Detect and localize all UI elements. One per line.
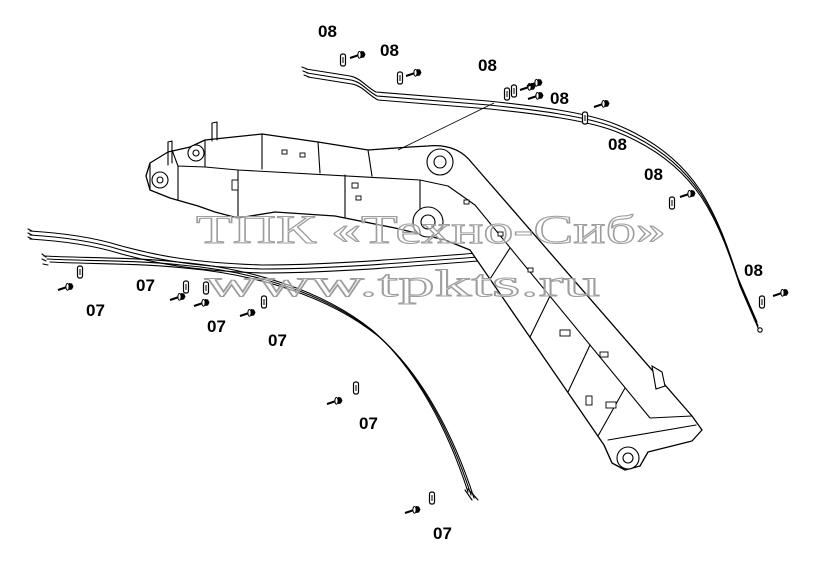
callout-label: 08 <box>744 261 763 280</box>
hose-line <box>49 261 475 499</box>
callout-label: 08 <box>550 89 569 108</box>
mounting-pad <box>355 195 362 201</box>
boom-body <box>145 121 703 471</box>
callout-label: 07 <box>433 524 452 543</box>
hose-line <box>305 68 758 323</box>
watermark: ТПК «Техно-Сиб» www.tpkts.ru <box>195 206 666 305</box>
callout-label: 08 <box>478 56 497 75</box>
boom-side-band-line <box>489 247 626 437</box>
mounting-pad <box>231 179 239 191</box>
mounting-pad <box>527 267 534 273</box>
watermark-url: www.tpkts.ru <box>205 263 600 305</box>
mounting-pad <box>351 182 359 189</box>
boom-top-cross-line <box>204 133 373 177</box>
mounting-pad <box>281 149 288 155</box>
upper-hose-bundle <box>301 66 763 333</box>
hose-clamp <box>396 71 404 85</box>
mounting-pad <box>585 395 593 406</box>
boom-outline <box>145 133 703 471</box>
hose-line <box>29 238 507 274</box>
callout-label: 07 <box>136 276 155 295</box>
callout-label: 07 <box>268 331 287 350</box>
hose-line <box>46 258 472 496</box>
hose-clamp <box>76 265 84 279</box>
hose-line <box>306 72 759 327</box>
hose-clamp <box>339 53 347 67</box>
foot-post <box>167 121 218 166</box>
hose-line <box>307 76 760 331</box>
watermark-company: ТПК «Техно-Сиб» <box>196 207 666 252</box>
tip-pin-hole <box>622 452 634 464</box>
callout-label: 07 <box>359 414 378 433</box>
assembly-guide-line <box>397 102 495 151</box>
hose-end-fitting <box>27 228 33 240</box>
hose-clamp <box>503 87 511 101</box>
callout-label: 08 <box>318 22 337 41</box>
callout-label: 08 <box>608 135 627 154</box>
side-mount-hub <box>420 214 436 230</box>
mounting-pad <box>605 401 617 409</box>
lower-hose-bundle-arm <box>41 253 479 501</box>
mounting-pad <box>299 152 306 158</box>
mounting-pad <box>497 231 504 237</box>
hose-end-fitting <box>41 253 49 266</box>
foot-pin-hole <box>156 176 164 184</box>
hose-end-fitting <box>757 327 763 333</box>
hose-clamp <box>352 381 360 395</box>
hose-line <box>43 255 469 493</box>
callout-label: 08 <box>644 165 663 184</box>
hose-clamp <box>581 111 589 125</box>
callout-labels: 08 08 08 08 08 08 08 07 07 07 07 07 07 <box>86 22 763 543</box>
mounting-pad <box>599 351 609 358</box>
hose-clamp <box>668 196 676 210</box>
hose-end-fitting <box>301 66 310 78</box>
cylinder-pin-hole <box>433 155 447 169</box>
hose-clamp <box>202 281 210 295</box>
top-lug <box>651 364 666 390</box>
foot-bracket-line <box>149 149 206 201</box>
callout-label: 08 <box>380 41 399 60</box>
hose-clamp <box>758 295 766 309</box>
mounting-pad <box>559 329 571 337</box>
callout-label: 07 <box>207 317 226 336</box>
callout-label: 07 <box>86 301 105 320</box>
hose-end-fitting <box>464 488 479 501</box>
tip-end-plate <box>603 424 697 464</box>
upper-foot-hole <box>192 149 200 157</box>
mounting-pad <box>463 199 470 205</box>
hose-clamp <box>428 491 436 505</box>
hose-clamp <box>260 295 268 309</box>
hose-clamp <box>182 280 190 294</box>
hose-clamp <box>510 84 518 98</box>
hose-line <box>29 230 507 266</box>
